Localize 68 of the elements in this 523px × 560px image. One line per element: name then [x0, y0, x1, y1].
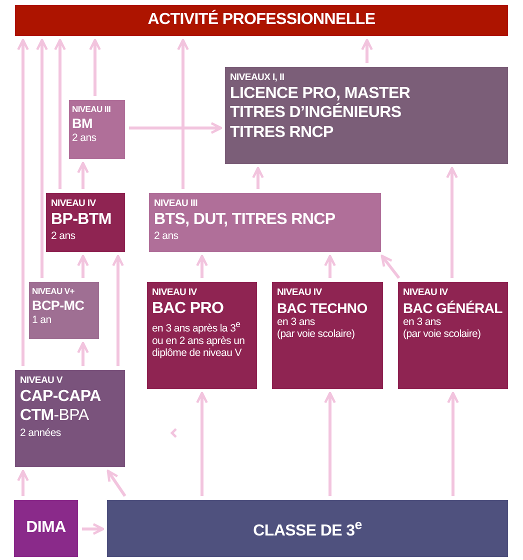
duration-text: (par voie scolaire) — [403, 328, 482, 340]
level-label: NIVEAU V — [20, 376, 64, 387]
arrow — [447, 392, 459, 496]
level-label: NIVEAU III — [154, 199, 198, 210]
arrow — [380, 254, 400, 279]
duration-text: 2 ans — [51, 230, 76, 242]
arrow — [324, 254, 336, 278]
qualification-title: BAC PRO — [152, 300, 225, 318]
duration-text: (par voie scolaire) — [277, 328, 356, 340]
arrow — [36, 38, 48, 278]
arrow — [89, 38, 101, 96]
banner — [15, 5, 508, 36]
arrow — [77, 162, 89, 189]
qualification-title: LICENCE PRO, MASTER — [230, 84, 412, 102]
arrow — [77, 342, 89, 366]
level-label: NIVEAU IV — [403, 288, 449, 299]
level-box — [225, 67, 508, 164]
level-box — [46, 193, 125, 252]
level-box — [398, 282, 508, 389]
duration-text: en 3 ans — [277, 316, 316, 328]
qualification-title: BCP-MC — [32, 298, 86, 314]
level-label: NIVEAUX I, II — [230, 73, 286, 84]
duration-text: 1 an — [32, 314, 52, 326]
arrow — [129, 122, 222, 134]
arrow — [177, 38, 189, 189]
level-box — [147, 282, 257, 389]
qualification-title: BP-BTM — [51, 210, 112, 230]
qualification-title: CTM-BPA — [20, 407, 90, 426]
box-title: DIMA — [26, 519, 66, 538]
arrow — [77, 254, 89, 278]
arrow — [54, 38, 66, 189]
arrow — [196, 254, 208, 278]
level-label: NIVEAU IV — [51, 199, 97, 210]
box-title: ACTIVITÉ PROFESSIONNELLE — [148, 11, 376, 30]
duration-text: en 3 ans — [403, 316, 442, 328]
arrow — [112, 254, 124, 366]
level-label: NIVEAU III — [72, 105, 112, 115]
level-label: NIVEAU IV — [277, 288, 323, 299]
box-title: CLASSE DE 3$^{e}$ — [253, 516, 362, 540]
duration-text: 2 années — [20, 426, 62, 439]
level-label: NIVEAU IV — [152, 288, 198, 299]
level-box — [272, 282, 383, 389]
arrow — [17, 470, 29, 496]
level-label: NIVEAU V+ — [32, 287, 76, 297]
qualification-title: BAC GÉNÉRAL — [403, 300, 503, 316]
level-box — [69, 100, 125, 159]
class-box — [107, 500, 508, 557]
level-box — [29, 282, 99, 339]
qualification-title: BAC TECHNO — [277, 300, 368, 316]
qualification-title: BTS, DUT, TITRES RNCP — [154, 210, 336, 230]
arrow — [17, 38, 29, 366]
level-box — [149, 193, 381, 252]
arrow — [82, 523, 104, 535]
qualification-title: TITRES RNCP — [230, 124, 334, 142]
duration-text: 2 ans — [154, 230, 180, 242]
duration-text: en 3 ans après la 3$^{e}$ ou en 2 ans après un diplôme de niveau V — [152, 319, 246, 359]
arrow — [252, 166, 264, 189]
arrow — [324, 392, 336, 496]
qualification-title: CAP-CAPA — [20, 388, 102, 406]
level-box — [15, 370, 125, 467]
duration-text: 2 ans — [72, 132, 98, 144]
arrow — [196, 392, 208, 496]
class-box — [14, 500, 78, 557]
qualification-title: TITRES D’INGÉNIEURS — [230, 104, 402, 123]
arrow — [446, 166, 458, 278]
arrow — [106, 470, 126, 497]
arrow — [361, 38, 373, 63]
qualification-title: BM — [72, 116, 94, 132]
